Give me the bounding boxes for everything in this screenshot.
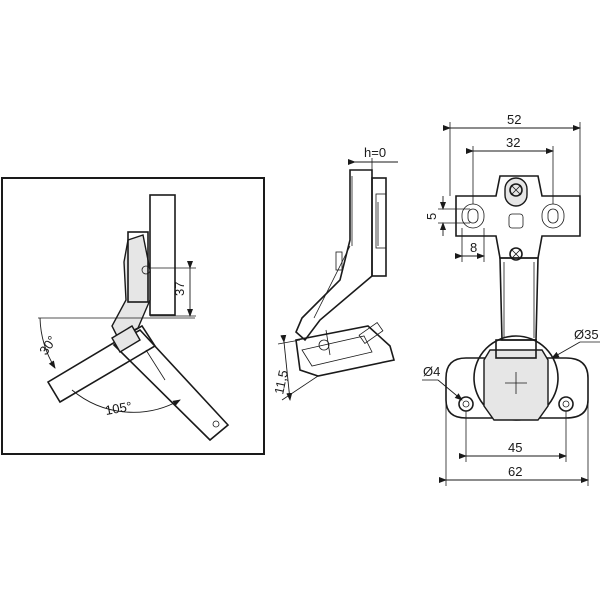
dim-5-label: 5: [424, 213, 439, 220]
front-view: 52 32 5 8 Ø35 Ø4 45 62: [422, 112, 600, 486]
hinge-mount-plate: [127, 231, 149, 303]
side-bracket: [335, 251, 343, 271]
dim-d35-leader: [551, 341, 581, 359]
side-hinge-body: [295, 169, 373, 342]
angle-105-label: 105°: [104, 399, 133, 418]
opening-angle-view: 30° 105° 37: [1, 177, 265, 455]
front-hinge-knuckle: [495, 339, 537, 359]
front-screw-right: [558, 396, 574, 412]
front-adjust-cross: [510, 184, 522, 196]
dim-37-label: 37: [172, 282, 187, 296]
front-slot-left: [461, 203, 485, 229]
door-105deg: [112, 328, 230, 442]
side-cup-box: [295, 325, 396, 377]
front-arm: [499, 257, 539, 341]
dim-62-label: 62: [508, 464, 522, 479]
pivot-screw: [141, 265, 151, 275]
hinge-arm: [111, 234, 151, 339]
dim-115-label: 11,5: [271, 369, 291, 396]
front-depth-slot: [508, 213, 524, 229]
dim-d35-label: Ø35: [574, 327, 599, 342]
door-screw-hole: [212, 420, 220, 428]
side-mount-plate: [371, 177, 387, 277]
hinge-cup: [111, 325, 141, 353]
side-cup-line: [325, 329, 331, 356]
dim-32-label: 32: [506, 135, 520, 150]
cabinet-side-panel: [149, 194, 176, 316]
side-arm-line: [313, 245, 351, 319]
dim-h0-label: h=0: [364, 145, 386, 160]
dim-115-ext-b: [281, 375, 319, 401]
side-plate-face: [375, 193, 387, 249]
side-cup-slot: [358, 322, 384, 344]
front-top-plate: [455, 175, 581, 259]
angle-30-label: 30°: [36, 333, 60, 358]
dim-8-label: 8: [470, 240, 477, 255]
dim-52-label: 52: [507, 112, 521, 127]
front-slot-right-inner: [547, 208, 559, 224]
dim-115-ext-a: [277, 339, 301, 345]
side-cup-screw: [318, 339, 330, 351]
front-screw-right-inner: [562, 400, 570, 408]
angle-30-arc: [39, 317, 56, 369]
side-cup-inner: [301, 335, 373, 367]
front-adjust-slot: [504, 177, 528, 207]
front-adjust-screw: [509, 183, 523, 197]
angle-105-arc: [71, 389, 181, 413]
dim-d4-leader: [437, 379, 463, 401]
dim-115-line: [280, 334, 293, 401]
dim-45-label: 45: [508, 440, 522, 455]
frame-border: [1, 177, 265, 455]
dim-d4-label: Ø4: [423, 364, 440, 379]
front-depth-screw: [509, 247, 523, 261]
side-view: h=0 11,5: [271, 145, 398, 401]
front-slot-left-inner: [467, 208, 479, 224]
front-screw-left-inner: [462, 400, 470, 408]
front-slot-right: [541, 203, 565, 229]
front-cup-cross: [505, 372, 527, 394]
door-inner-line: [145, 349, 166, 381]
